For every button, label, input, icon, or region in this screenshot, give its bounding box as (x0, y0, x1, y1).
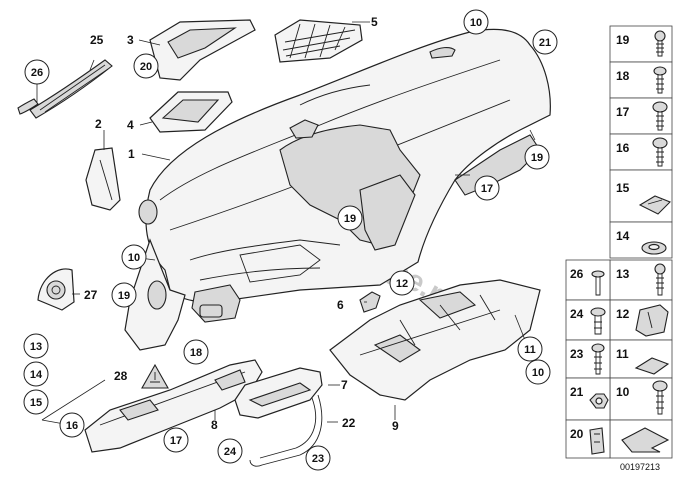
screw-icon (654, 30, 666, 57)
callout-27: 27 (84, 288, 98, 302)
callout-13: 13 (30, 341, 42, 353)
lower-under-panel (329, 279, 541, 401)
callout-4: 4 (127, 118, 134, 132)
callout-21: 21 (539, 37, 551, 49)
callout-26: 26 (31, 67, 43, 79)
callout-25: 25 (90, 33, 104, 47)
svg-text:15: 15 (616, 181, 630, 195)
callout-16: 16 (66, 420, 78, 432)
callout-2: 2 (95, 117, 102, 131)
svg-text:24: 24 (570, 307, 584, 321)
expansion-rivet-icon (590, 307, 606, 335)
callout-22: 22 (342, 416, 356, 430)
callout-18: 18 (190, 347, 202, 359)
bracket-icon (635, 304, 669, 337)
legend-box-17: 17 (609, 97, 673, 135)
vent-cover-top (149, 19, 256, 81)
hardware-legend: 19 18 17 16 15 14 13 (565, 25, 673, 459)
side-trim-left (85, 147, 121, 211)
callout-6: 6 (337, 298, 344, 312)
legend-box-11: 11 (609, 339, 673, 379)
svg-text:11: 11 (616, 347, 629, 361)
callout-10-top: 10 (470, 17, 482, 29)
callout-12: 12 (396, 278, 408, 290)
legend-box-16: 16 (609, 133, 673, 171)
svg-text:20: 20 (570, 427, 584, 441)
legend-box-13: 13 (609, 259, 673, 301)
screw-icon (652, 137, 668, 167)
small-bracket (359, 291, 381, 313)
legend-box-20: 20 (565, 419, 611, 459)
svg-text:17: 17 (616, 105, 630, 119)
legend-box-21: 21 (565, 377, 611, 421)
callout-labels: 1 2 3 4 5 6 7 8 9 10 10 10 11 12 13 14 1… (23, 9, 558, 471)
dashboard-panel (124, 28, 551, 351)
callout-3: 3 (127, 33, 134, 47)
clip-icon (589, 427, 605, 455)
small-trim (17, 98, 39, 115)
callout-15: 15 (30, 397, 42, 409)
expansion-rivet-icon (591, 270, 605, 296)
legend-box-26: 26 (565, 259, 611, 301)
svg-text:13: 13 (616, 267, 630, 281)
legend-box-10: 10 (609, 377, 673, 421)
clip-nut-icon (634, 357, 670, 375)
hex-nut-icon (589, 393, 609, 409)
callout-17-right: 17 (481, 183, 493, 195)
legend-box-23: 23 (565, 339, 611, 379)
callout-1: 1 (128, 147, 135, 161)
legend-box-19: 19 (609, 25, 673, 63)
svg-text:14: 14 (616, 229, 630, 243)
diagram-number: 00197213 (620, 462, 660, 472)
knee-bolster (84, 359, 263, 453)
grommet-icon (641, 241, 667, 255)
callout-19-left: 19 (118, 290, 130, 302)
callout-20: 20 (140, 61, 152, 73)
callout-28: 28 (114, 369, 128, 383)
svg-text:26: 26 (570, 267, 584, 281)
screw-icon (652, 101, 668, 131)
svg-text:16: 16 (616, 141, 630, 155)
legend-box-15: 15 (609, 169, 673, 223)
svg-text:18: 18 (616, 69, 630, 83)
screw-icon (653, 66, 667, 94)
callout-10-left: 10 (128, 252, 140, 264)
warning-triangle (141, 363, 169, 389)
callout-19-center: 19 (344, 213, 356, 225)
callout-14: 14 (30, 369, 43, 381)
callout-5: 5 (371, 15, 378, 29)
arrow-icon (621, 427, 670, 453)
callout-17-bottom: 17 (170, 435, 182, 447)
svg-text:21: 21 (570, 385, 584, 399)
callout-24: 24 (224, 446, 237, 458)
screw-icon (652, 380, 668, 415)
legend-box-24: 24 (565, 299, 611, 341)
screw-icon (591, 343, 605, 375)
light-switch-knob (37, 268, 75, 311)
screw-icon (654, 263, 666, 296)
svg-text:23: 23 (570, 347, 584, 361)
clip-nut-icon (638, 195, 671, 215)
svg-text:10: 10 (616, 385, 630, 399)
callout-19-right: 19 (531, 152, 543, 164)
callout-23: 23 (312, 453, 324, 465)
callout-11: 11 (524, 344, 536, 356)
legend-box-18: 18 (609, 61, 673, 99)
callout-7: 7 (341, 378, 348, 392)
legend-number: 19 (616, 33, 630, 47)
callout-9: 9 (392, 419, 399, 433)
legend-box-14: 14 (609, 221, 673, 259)
legend-box-12: 12 (609, 299, 673, 341)
speaker-grille (274, 19, 363, 63)
callout-8: 8 (211, 418, 218, 432)
callout-10-right: 10 (532, 367, 544, 379)
leader-lines (36, 21, 536, 426)
svg-text:12: 12 (616, 307, 630, 321)
legend-box-arrow (609, 419, 673, 459)
